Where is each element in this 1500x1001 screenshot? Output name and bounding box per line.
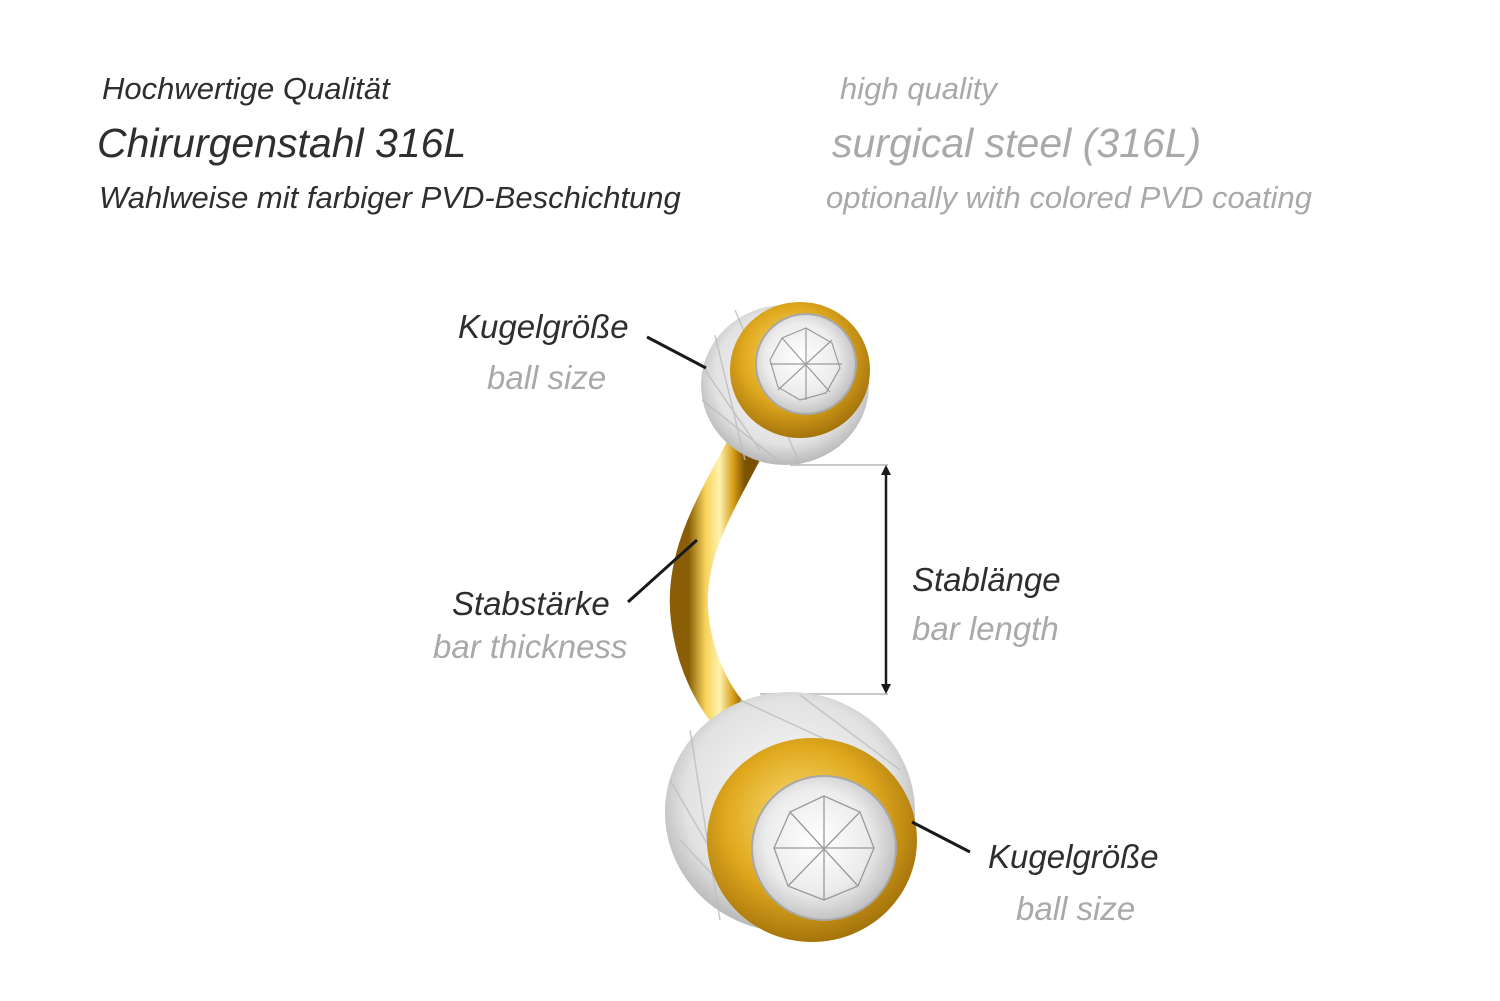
bar-thickness-label-en: bar thickness bbox=[433, 628, 628, 665]
curved-bar bbox=[669, 429, 764, 747]
material-label-en: surgical steel (316L) bbox=[832, 120, 1202, 166]
ball-size-bottom-leader bbox=[911, 820, 971, 854]
quality-label-de: Hochwertige Qualität bbox=[102, 71, 390, 106]
bar-thickness-leader bbox=[626, 538, 699, 604]
bar-length-label-de: Stablänge bbox=[912, 561, 1061, 598]
bottom-ball bbox=[665, 692, 917, 942]
quality-label-en: high quality bbox=[840, 71, 997, 106]
ball-size-bottom-label-de: Kugelgröße bbox=[988, 838, 1159, 875]
bar-length-arrow bbox=[881, 465, 891, 694]
material-label-de: Chirurgenstahl 316L bbox=[97, 120, 467, 166]
top-ball bbox=[701, 302, 870, 466]
ball-size-top-label-en: ball size bbox=[487, 359, 607, 396]
coating-label-de: Wahlweise mit farbiger PVD-Beschichtung bbox=[99, 180, 681, 215]
ball-size-bottom-label-en: ball size bbox=[1016, 890, 1136, 927]
coating-label-en: optionally with colored PVD coating bbox=[826, 180, 1312, 215]
bar-length-label-en: bar length bbox=[912, 610, 1059, 647]
bar-thickness-label-de: Stabstärke bbox=[452, 585, 610, 622]
ball-size-top-leader bbox=[646, 335, 707, 370]
bar-length-guides bbox=[760, 464, 888, 695]
ball-size-top-label-de: Kugelgröße bbox=[458, 308, 629, 345]
